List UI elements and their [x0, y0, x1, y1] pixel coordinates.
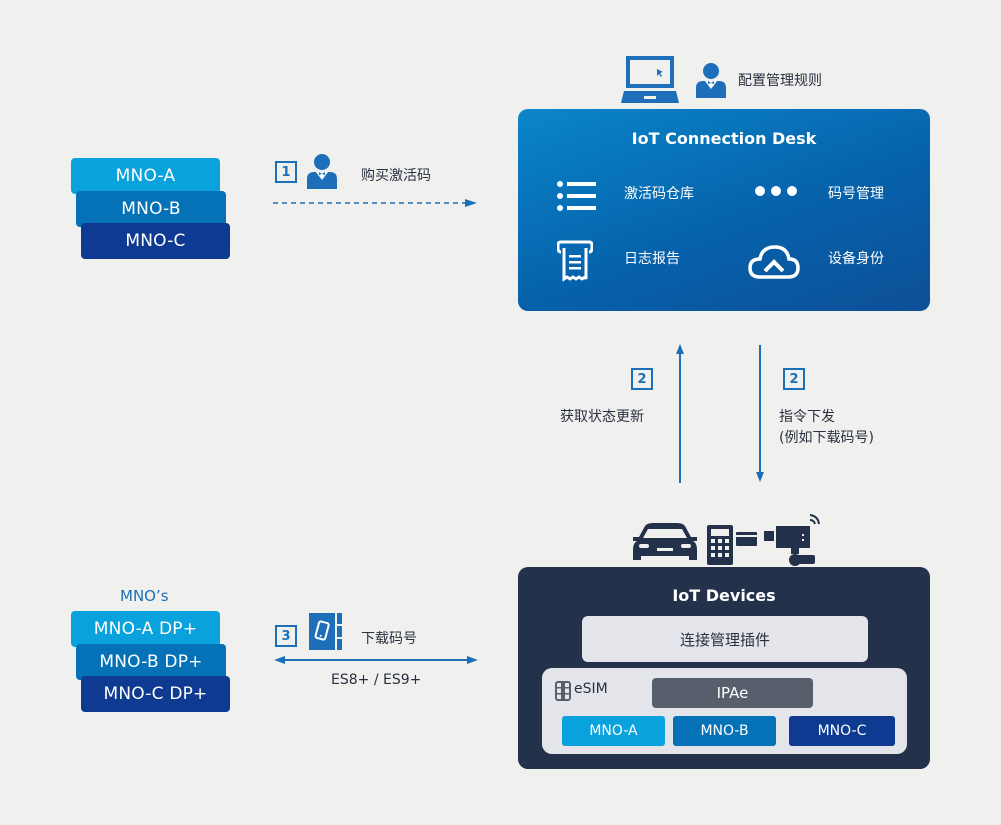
step-1-number: 1 — [281, 164, 291, 180]
status-update-arrow — [676, 344, 684, 483]
step-1-badge: 1 — [275, 161, 297, 183]
feature-code-repository: 激活码仓库 — [624, 186, 694, 202]
profile-mno-c-label: MNO-C — [817, 723, 867, 739]
command-label-line1: 指令下发 — [779, 409, 835, 425]
mno-c-dp-box: MNO-C DP+ — [81, 676, 230, 712]
mno-a-label: MNO-A — [115, 166, 176, 186]
command-arrow — [756, 345, 764, 482]
step-2-up-number: 2 — [637, 371, 647, 387]
connection-plugin: 连接管理插件 — [582, 616, 868, 662]
more-dots-icon — [755, 186, 797, 196]
mno-b-dp-box: MNO-B DP+ — [76, 644, 226, 680]
phone-book-icon — [309, 613, 342, 650]
feature-number-management: 码号管理 — [828, 186, 884, 202]
step-3-number: 3 — [281, 628, 291, 644]
mno-c-label: MNO-C — [125, 231, 186, 251]
mno-a-dp-box: MNO-A DP+ — [71, 611, 220, 647]
car-icon — [633, 523, 697, 560]
esim-label: eSIM — [574, 681, 608, 697]
command-label-line2: (例如下载码号) — [779, 430, 874, 446]
step-2-down-number: 2 — [789, 371, 799, 387]
pos-terminal-icon — [707, 525, 757, 565]
plugin-label: 连接管理插件 — [679, 630, 770, 649]
esim-container: eSIM IPAe MNO-A MNO-B MNO-C — [542, 668, 907, 754]
profile-mno-c: MNO-C — [789, 716, 895, 746]
step-1-label: 购买激活码 — [361, 168, 431, 184]
step-3-label: 下载码号 — [361, 631, 417, 647]
admin-user-icon — [696, 63, 726, 98]
mno-b-box: MNO-B — [76, 191, 226, 227]
step-3-badge: 3 — [275, 625, 297, 647]
ipae-label: IPAe — [716, 684, 749, 702]
iot-connection-desk: IoT Connection Desk 激活码仓库 码号管理 日志报告 设备身份 — [518, 109, 930, 311]
feature-log-report: 日志报告 — [624, 251, 680, 267]
profile-mno-b-label: MNO-B — [700, 723, 749, 739]
mno-a-dp-label: MNO-A DP+ — [93, 619, 198, 639]
mno-c-box: MNO-C — [81, 223, 230, 259]
sim-chip-icon — [555, 681, 571, 701]
devices-title: IoT Devices — [672, 586, 776, 605]
iot-devices: IoT Devices 连接管理插件 eSIM IPAe MNO-A MNO-B… — [518, 567, 930, 769]
profile-mno-a: MNO-A — [562, 716, 665, 746]
mno-c-dp-label: MNO-C DP+ — [103, 684, 208, 704]
receipt-icon — [557, 240, 593, 282]
step-2-badge-down: 2 — [783, 368, 805, 390]
mno-a-box: MNO-A — [71, 158, 220, 194]
desk-title: IoT Connection Desk — [631, 129, 817, 148]
protocol-label: ES8+ / ES9+ — [331, 672, 422, 688]
list-icon — [557, 181, 596, 211]
profile-mno-a-label: MNO-A — [589, 723, 638, 739]
feature-device-identity: 设备身份 — [828, 251, 884, 267]
status-update-label: 获取状态更新 — [560, 409, 644, 425]
laptop-icon — [621, 56, 679, 103]
admin-label: 配置管理规则 — [738, 73, 822, 89]
mno-b-dp-label: MNO-B DP+ — [99, 652, 203, 672]
mno-b-label: MNO-B — [121, 199, 181, 219]
cloud-upload-icon — [748, 245, 800, 279]
download-arrow — [274, 656, 478, 664]
camera-icon — [764, 514, 820, 566]
user-icon — [307, 154, 337, 189]
mnos-heading: MNO’s — [120, 587, 169, 605]
ipae-box: IPAe — [652, 678, 813, 708]
profile-mno-b: MNO-B — [673, 716, 776, 746]
purchase-arrow — [273, 199, 477, 207]
step-2-badge-up: 2 — [631, 368, 653, 390]
